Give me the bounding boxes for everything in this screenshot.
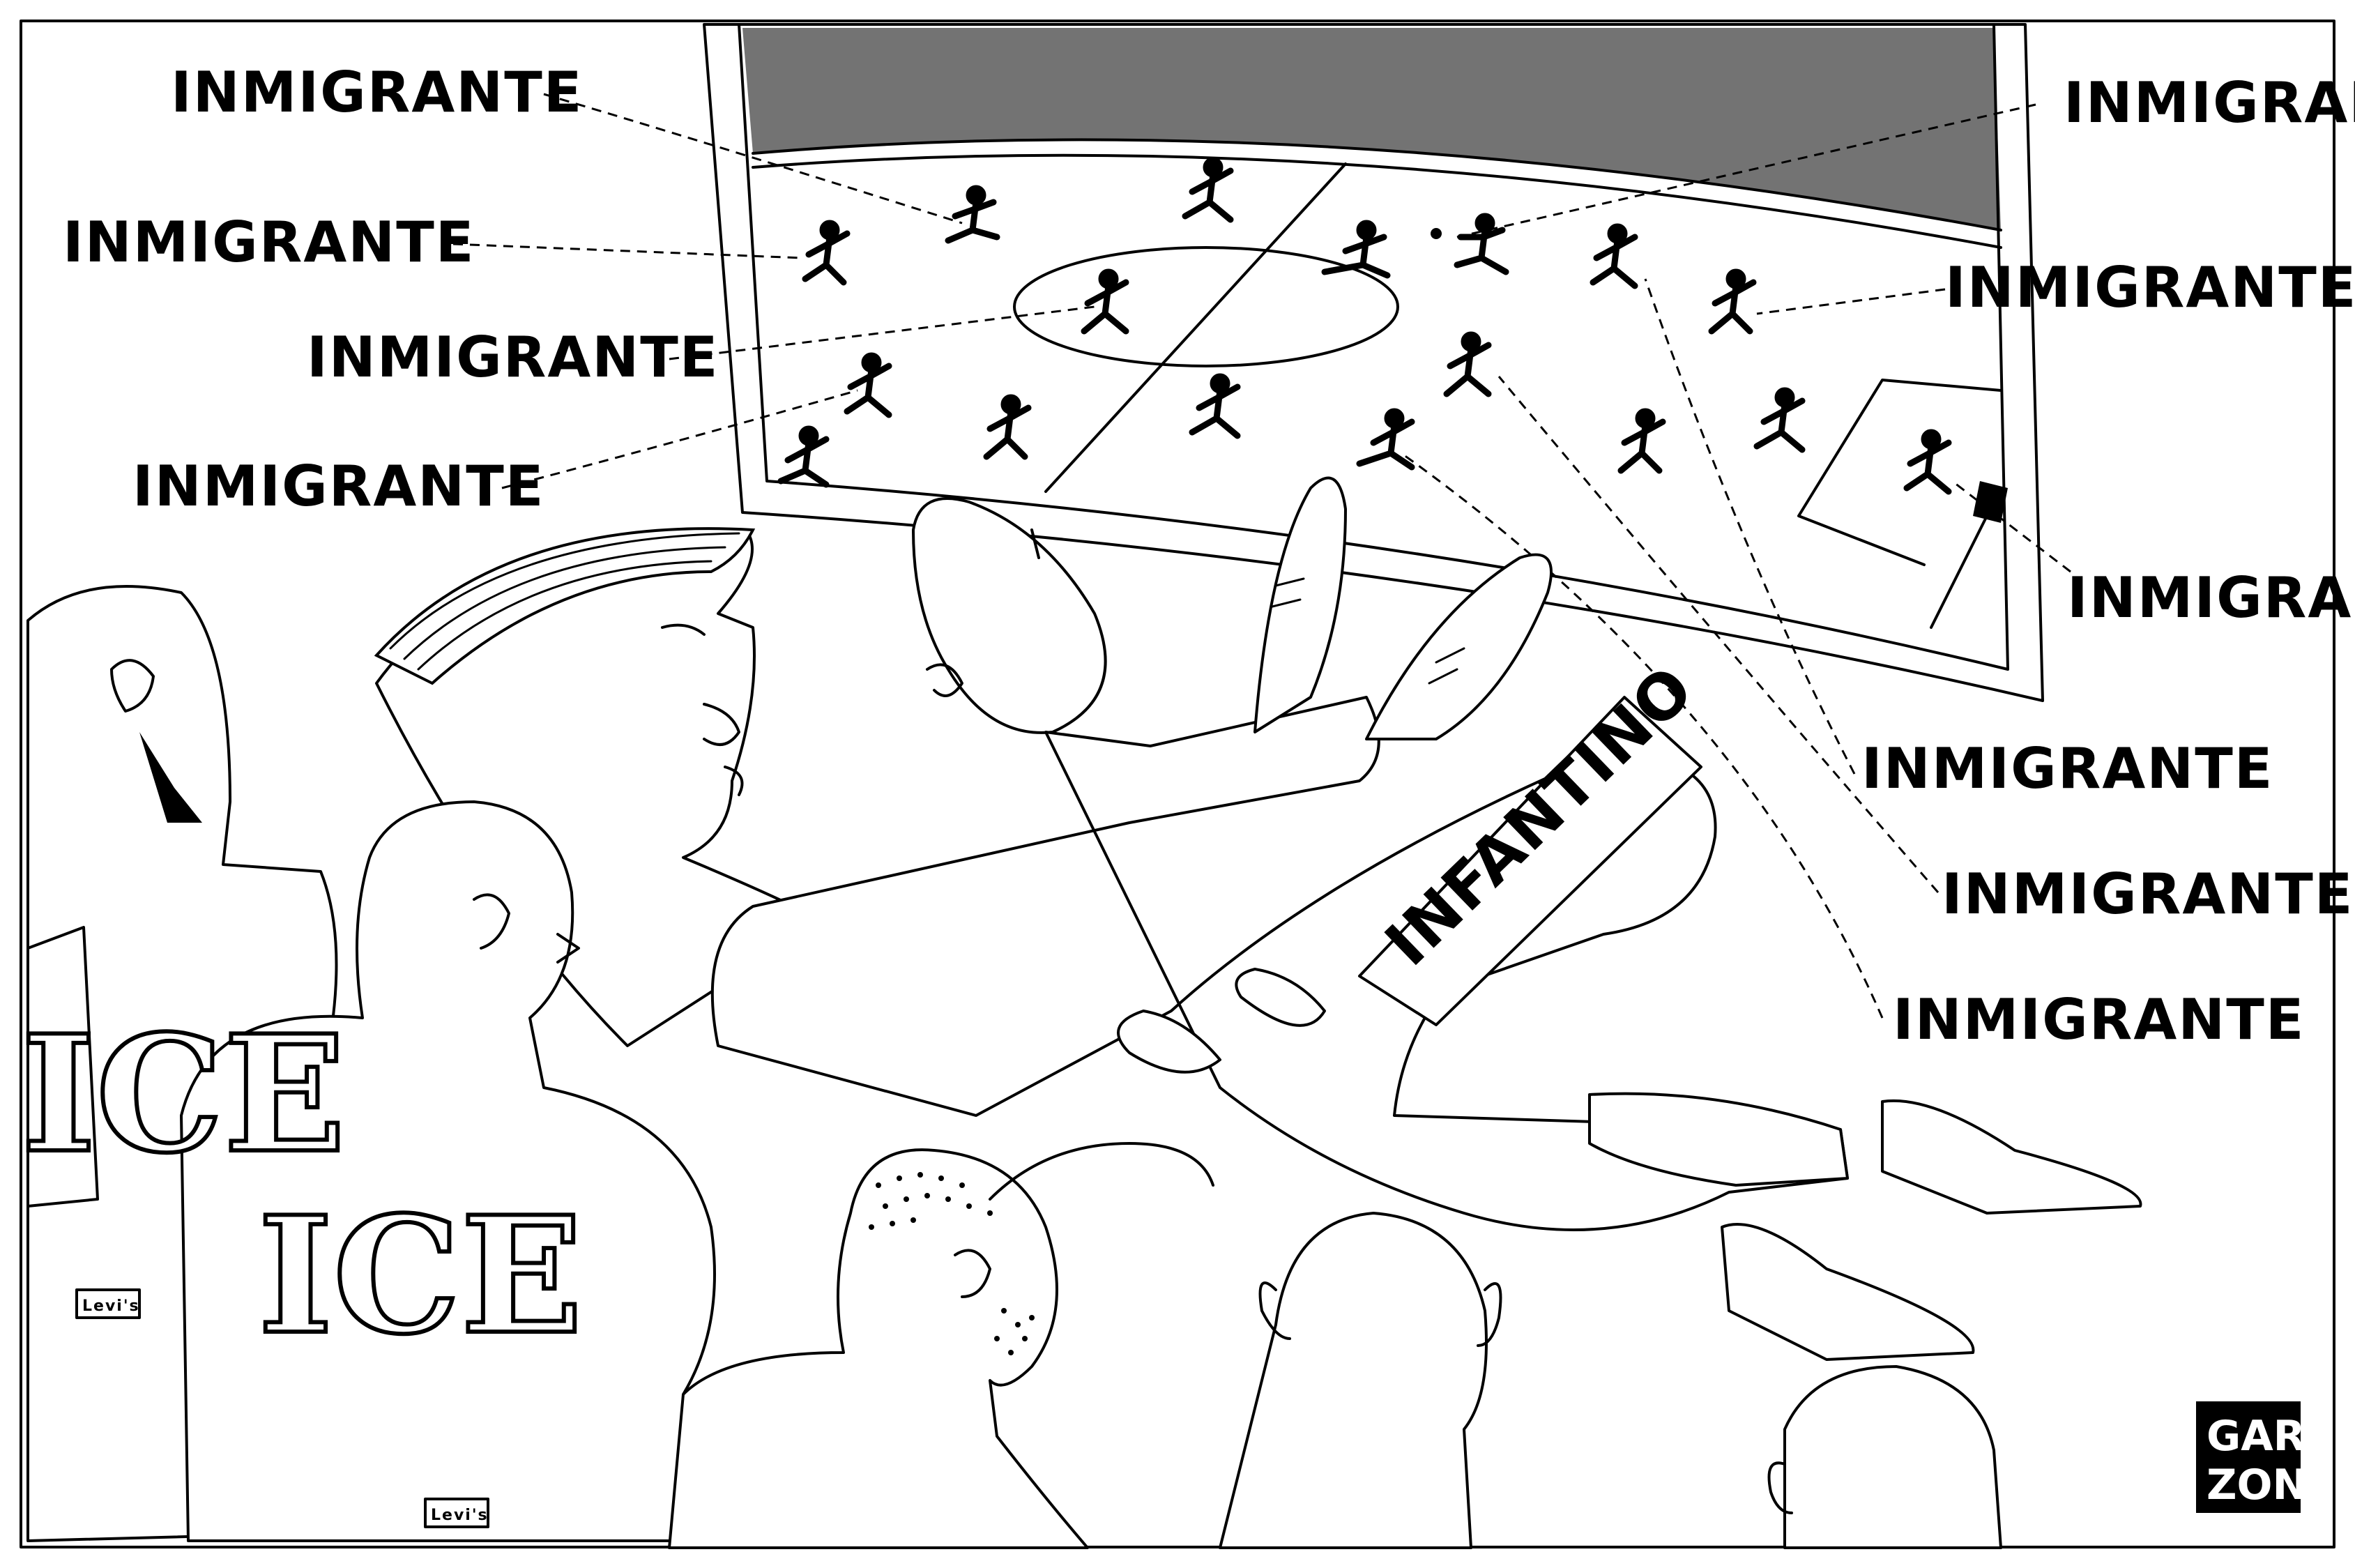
shoe-right	[1365, 553, 1553, 740]
penalty-area	[1797, 379, 2002, 566]
ice-agent-center: ICE Levi's	[180, 800, 716, 1542]
ice-agent-far-right	[1767, 1365, 2002, 1549]
player-figure	[983, 394, 1032, 460]
player-figure	[1081, 268, 1129, 335]
immigrant-labels: INMIGRANTE INMIGRANTE INMIGRANTE INMIGRA…	[63, 60, 2355, 1052]
player-figure	[802, 220, 851, 286]
player-figure	[777, 425, 830, 488]
shoe-right-lower	[1881, 1099, 2142, 1215]
ice-agent-stippled	[668, 1148, 1089, 1549]
players	[777, 157, 1952, 495]
jeans-tag	[75, 1288, 141, 1319]
immigrant-label: INMIGRAN	[2067, 565, 2355, 630]
ice-agent-right	[1219, 1212, 1502, 1549]
immigrant-label: INMIGRANTE	[171, 60, 583, 125]
player-figure	[1356, 408, 1415, 471]
halfway-line	[1044, 162, 1347, 493]
player-figure	[1903, 429, 1952, 495]
shoe-left	[1253, 476, 1347, 733]
player-figure	[1753, 387, 1806, 453]
svg-text:GAR: GAR	[2207, 1412, 2306, 1461]
immigrant-label: INMIGRANTE	[63, 210, 475, 275]
player-figure	[844, 352, 892, 418]
player-figure	[1617, 408, 1666, 474]
stadium-screen	[703, 23, 2044, 702]
vest-ice-label: ICE	[258, 1182, 583, 1370]
immigrant-label: INMIGRAN	[2064, 70, 2355, 135]
stipple-texture	[869, 1172, 1035, 1355]
player-figure	[1443, 331, 1492, 397]
sash	[1358, 696, 1702, 1026]
immigrant-label: INMIGRANTE	[132, 454, 544, 519]
label-leader-lines	[452, 93, 2071, 1019]
jeans-tag-label: Levi's	[431, 1507, 489, 1524]
central-figure-with-hair	[374, 527, 824, 1047]
immigrant-label: INMIGRANTE	[1942, 862, 2354, 927]
shoe-left-lower	[1721, 1223, 1975, 1361]
player-figure	[1189, 373, 1241, 439]
center-circle	[1013, 246, 1399, 367]
player-figure	[945, 185, 1000, 244]
goal-net	[1973, 481, 2008, 523]
jeans-tag-label: Levi's	[82, 1297, 140, 1315]
player-figure	[1590, 223, 1638, 289]
svg-text:ZON: ZON	[2207, 1461, 2308, 1509]
ball	[1431, 228, 1442, 239]
panel-border	[20, 20, 2335, 1548]
immigrant-label: INMIGRANTE	[1893, 987, 2305, 1052]
jeans-tag	[424, 1498, 489, 1528]
immigrant-label: INMIGRANTE	[307, 325, 719, 390]
artist-signature: GAR ZON	[2196, 1401, 2308, 1513]
crowd-stands	[742, 28, 2002, 249]
player-figure	[1321, 220, 1391, 279]
vest-ice-lettering: ICE	[256, 1180, 585, 1372]
player-figure	[1182, 157, 1234, 223]
player-figure	[1708, 268, 1757, 335]
immigrant-label: INMIGRANTE	[1861, 736, 2273, 801]
player-figure	[1454, 213, 1509, 275]
bald-head	[912, 497, 1107, 734]
vest-ice-label-left: ICE	[21, 1000, 346, 1189]
immigrant-label: INMIGRANTE	[1945, 255, 2355, 320]
